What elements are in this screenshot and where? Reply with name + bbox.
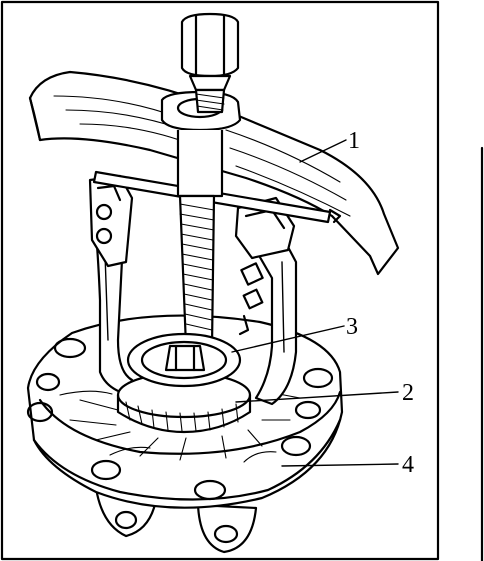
bearing-assembly	[116, 332, 252, 434]
callout-3: 3	[346, 314, 358, 340]
callout-4: 4	[402, 452, 414, 478]
figure-frame	[0, 0, 440, 561]
callout-1: 1	[348, 128, 360, 154]
leader-lines	[231, 139, 399, 467]
force-screw	[178, 12, 240, 348]
callout-2: 2	[402, 380, 414, 406]
